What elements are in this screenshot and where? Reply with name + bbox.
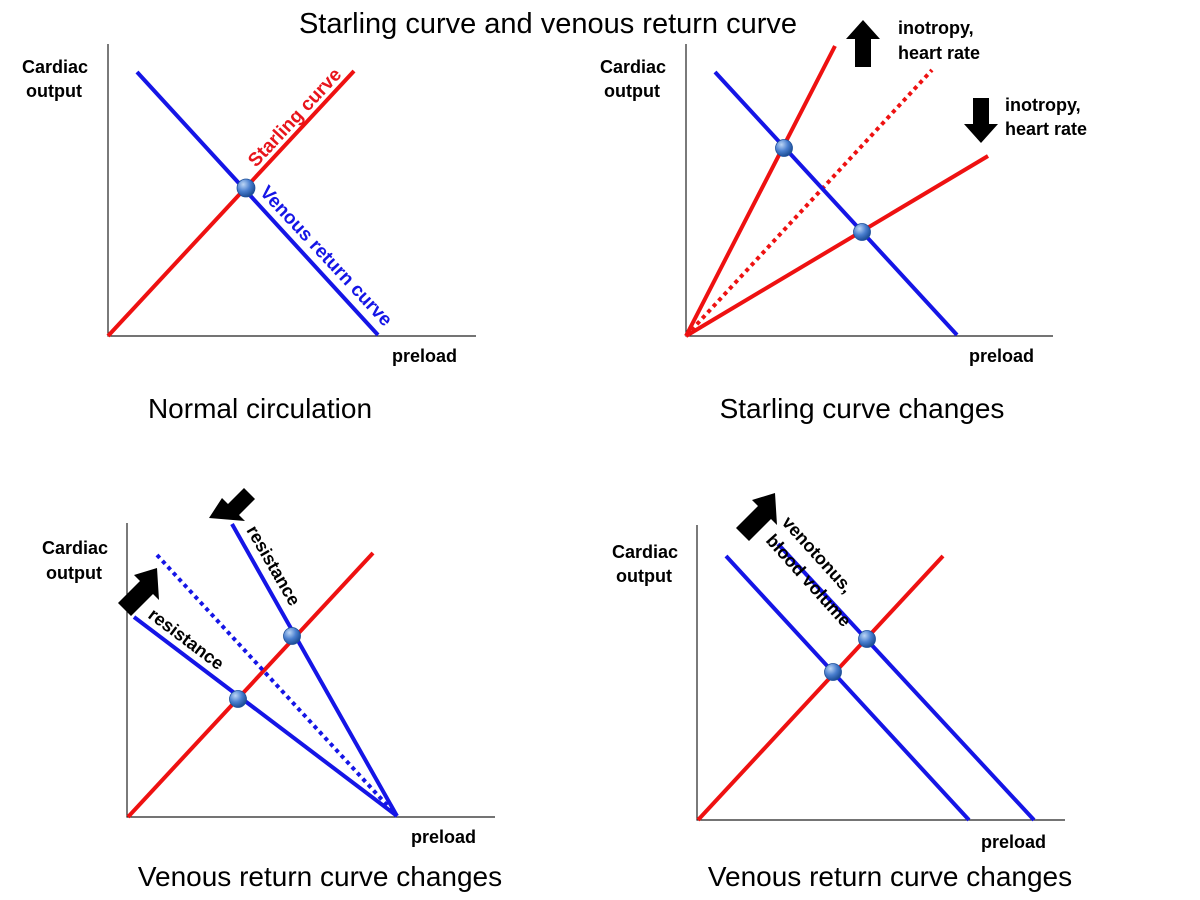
equilibrium-point-high xyxy=(775,139,793,157)
venous-return-curve-baseline xyxy=(155,553,399,818)
inotropy-down-label-line2: heart rate xyxy=(1005,119,1087,139)
axes-starling xyxy=(685,44,1053,337)
y-axis-label-line1: Cardiac xyxy=(42,538,108,558)
inotropy-up-label-line2: heart rate xyxy=(898,43,980,63)
panel-resistance-changes: Cardiac output preload resistance resist… xyxy=(42,488,502,892)
y-axis-label-line2: output xyxy=(616,566,672,586)
caption-normal: Normal circulation xyxy=(148,393,372,424)
starling-curve-increased xyxy=(684,45,837,337)
arrow-up-left-icon xyxy=(736,493,777,541)
x-axis-label: preload xyxy=(969,346,1034,366)
x-axis-label: preload xyxy=(981,832,1046,852)
y-axis-label-line1: Cardiac xyxy=(612,542,678,562)
panel-starling-changes: Cardiac output preload inotropy, heart r… xyxy=(600,18,1087,424)
venous-return-curve xyxy=(713,70,959,337)
equilibrium-point-low xyxy=(853,223,871,241)
starling-curve-label: Starling curve xyxy=(244,64,346,171)
y-axis-label-line2: output xyxy=(604,81,660,101)
arrow-down-left-icon xyxy=(209,488,255,521)
starling-curve-baseline xyxy=(684,68,934,338)
venous-return-curve xyxy=(135,70,380,337)
panel-normal-circulation: Cardiac output preload Starling curve Ve… xyxy=(22,44,476,424)
x-axis-label: preload xyxy=(392,346,457,366)
inotropy-down-label-line1: inotropy, xyxy=(1005,95,1081,115)
inotropy-up-label-line1: inotropy, xyxy=(898,18,974,38)
main-title: Starling curve and venous return curve xyxy=(299,8,797,40)
axes-normal xyxy=(107,44,476,337)
y-axis-label-line2: output xyxy=(26,81,82,101)
equilibrium-point-low xyxy=(229,690,247,708)
venous-return-curve-increased-resistance xyxy=(132,615,399,818)
caption-starling: Starling curve changes xyxy=(720,393,1005,424)
arrow-down-icon xyxy=(964,98,998,143)
x-axis-label: preload xyxy=(411,827,476,847)
venous-return-curve-increased xyxy=(776,542,1036,822)
starling-curve xyxy=(696,554,945,822)
equilibrium-point-high xyxy=(283,627,301,645)
venous-return-curve-label: Venous return curve xyxy=(255,182,396,331)
caption-resistance: Venous return curve changes xyxy=(138,861,502,892)
starling-curve xyxy=(106,69,356,338)
resistance-lower-label: resistance xyxy=(145,604,228,674)
starling-curve-decreased xyxy=(684,154,990,338)
starling-curve xyxy=(126,551,375,819)
venous-return-curve-decreased-resistance xyxy=(230,523,399,817)
arrow-up-left-icon xyxy=(118,568,159,616)
caption-volume: Venous return curve changes xyxy=(708,861,1072,892)
venous-return-curve-baseline xyxy=(724,554,971,822)
axes-resistance xyxy=(126,523,495,818)
y-axis-label-line1: Cardiac xyxy=(600,57,666,77)
y-axis-label-line2: output xyxy=(46,563,102,583)
y-axis-label-line1: Cardiac xyxy=(22,57,88,77)
arrow-up-icon xyxy=(846,20,880,67)
panel-volume-changes: Cardiac output preload venotonus, blood … xyxy=(612,493,1072,892)
equilibrium-point xyxy=(236,178,256,198)
equilibrium-point-high xyxy=(858,630,876,648)
equilibrium-point-low xyxy=(824,663,842,681)
axes-volume xyxy=(696,525,1065,821)
